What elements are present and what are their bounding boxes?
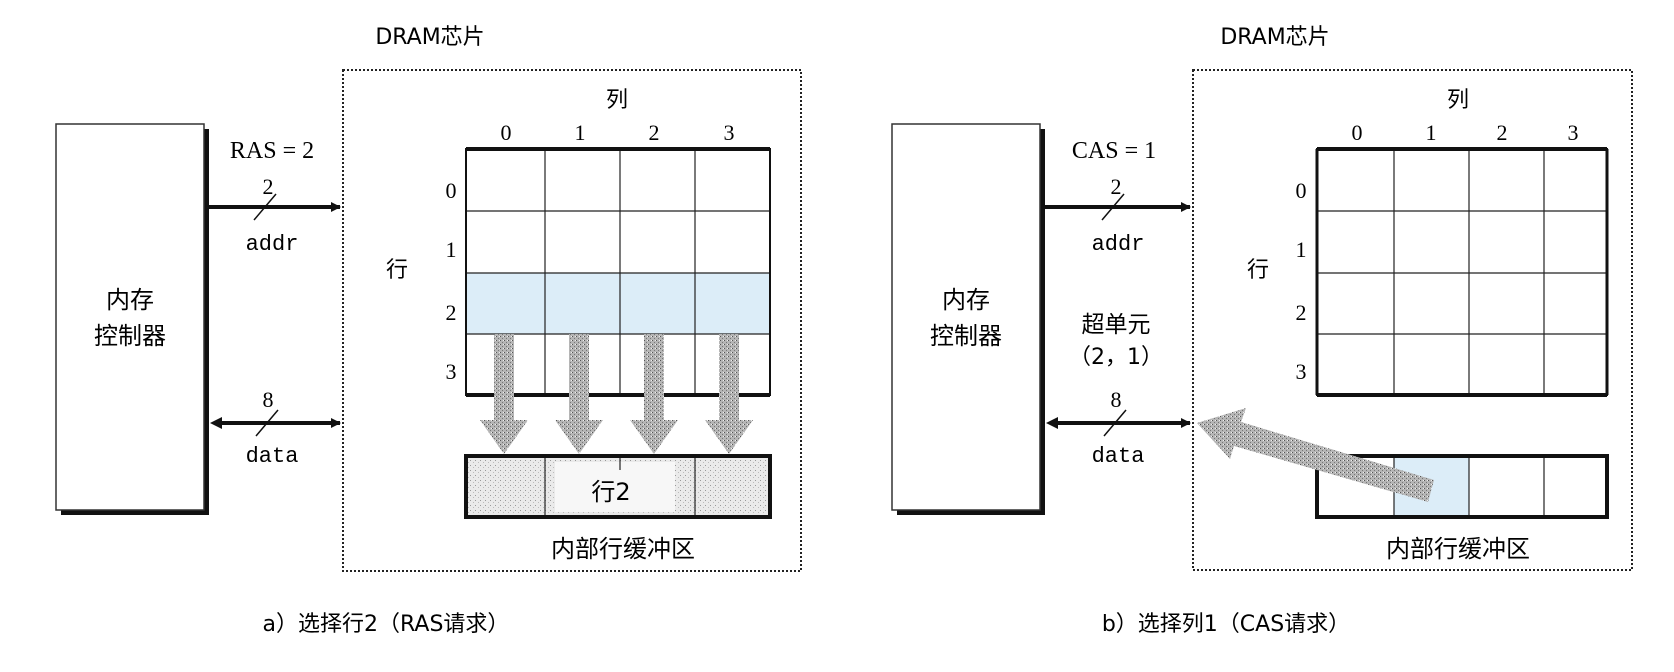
- chip-label: DRAM芯片: [1220, 25, 1329, 50]
- bus-slash-icon: [253, 193, 277, 221]
- row-label: 0: [1296, 178, 1307, 203]
- arrow-left-head-icon: [210, 417, 222, 429]
- row-label: 1: [446, 237, 457, 262]
- panel-a-ras: DRAM芯片 内存 控制器 RAS = 2 2 addr 8 data 列 0 …: [55, 25, 802, 637]
- caption-a: a）选择行2（RAS请求）: [263, 612, 510, 637]
- cas-signal-label: CAS = 1: [1072, 138, 1156, 164]
- col-label: 2: [1497, 120, 1508, 145]
- column-title: 列: [1447, 88, 1469, 113]
- down-arrow-icon: [705, 334, 753, 454]
- down-arrow-icon: [480, 334, 528, 454]
- addr-label: addr: [1092, 232, 1145, 257]
- row-label: 3: [1296, 359, 1307, 384]
- buffer-row-text: 行2: [591, 478, 630, 506]
- controller-label-line1: 内存: [106, 286, 154, 314]
- bus-slash-icon: [1103, 409, 1127, 437]
- col-label: 2: [649, 120, 660, 145]
- addr-label: addr: [246, 232, 299, 257]
- controller-label-line2: 控制器: [94, 322, 166, 350]
- row-label: 1: [1296, 237, 1307, 262]
- row-title: 行: [1247, 258, 1269, 283]
- down-arrow-icon: [555, 334, 603, 454]
- supercell-coords: （2，1）: [1069, 345, 1163, 370]
- row-transfer-arrows: [480, 334, 753, 454]
- row-label: 0: [446, 178, 457, 203]
- selected-row-highlight: [466, 273, 770, 334]
- bus-slash-icon: [1101, 193, 1125, 221]
- supercell-transfer-arrow-icon: [1197, 408, 1434, 502]
- panel-b-cas: DRAM芯片 内存 控制器 CAS = 1 2 addr 超单元 （2，1） 8…: [891, 25, 1633, 637]
- column-title: 列: [606, 88, 628, 113]
- col-label: 3: [724, 120, 735, 145]
- col-label: 1: [575, 120, 586, 145]
- supercell-label: 超单元: [1082, 312, 1151, 338]
- col-label: 0: [1352, 120, 1363, 145]
- chip-label: DRAM芯片: [375, 25, 484, 50]
- buffer-label: 内部行缓冲区: [551, 535, 695, 563]
- row-title: 行: [386, 258, 408, 283]
- ras-signal-label: RAS = 2: [230, 138, 314, 164]
- row-label: 2: [1296, 300, 1307, 325]
- data-label: data: [1092, 444, 1145, 469]
- addr-bus-width: 2: [1111, 174, 1122, 199]
- down-arrow-icon: [630, 334, 678, 454]
- buffer-label: 内部行缓冲区: [1386, 535, 1530, 563]
- data-bus-width: 8: [263, 387, 274, 412]
- col-label: 3: [1568, 120, 1579, 145]
- memory-controller: 内存 控制器: [55, 123, 209, 515]
- memory-controller: 内存 控制器: [891, 123, 1045, 515]
- data-bus-width: 8: [1111, 387, 1122, 412]
- dram-chip-boundary: [1192, 69, 1633, 571]
- addr-bus-width: 2: [263, 174, 274, 199]
- controller-label-line2: 控制器: [930, 322, 1002, 350]
- row-label: 3: [446, 359, 457, 384]
- row-label: 2: [446, 300, 457, 325]
- data-label: data: [246, 444, 299, 469]
- arrow-left-head-icon: [1046, 417, 1058, 429]
- col-label: 0: [501, 120, 512, 145]
- caption-b: b）选择列1（CAS请求）: [1102, 612, 1350, 637]
- row-buffer: 行2: [464, 454, 772, 519]
- bus-slash-icon: [255, 409, 279, 437]
- controller-label-line1: 内存: [942, 286, 990, 314]
- dram-cell-array: [1315, 147, 1609, 397]
- col-label: 1: [1426, 120, 1437, 145]
- dram-chip-boundary: [342, 69, 802, 572]
